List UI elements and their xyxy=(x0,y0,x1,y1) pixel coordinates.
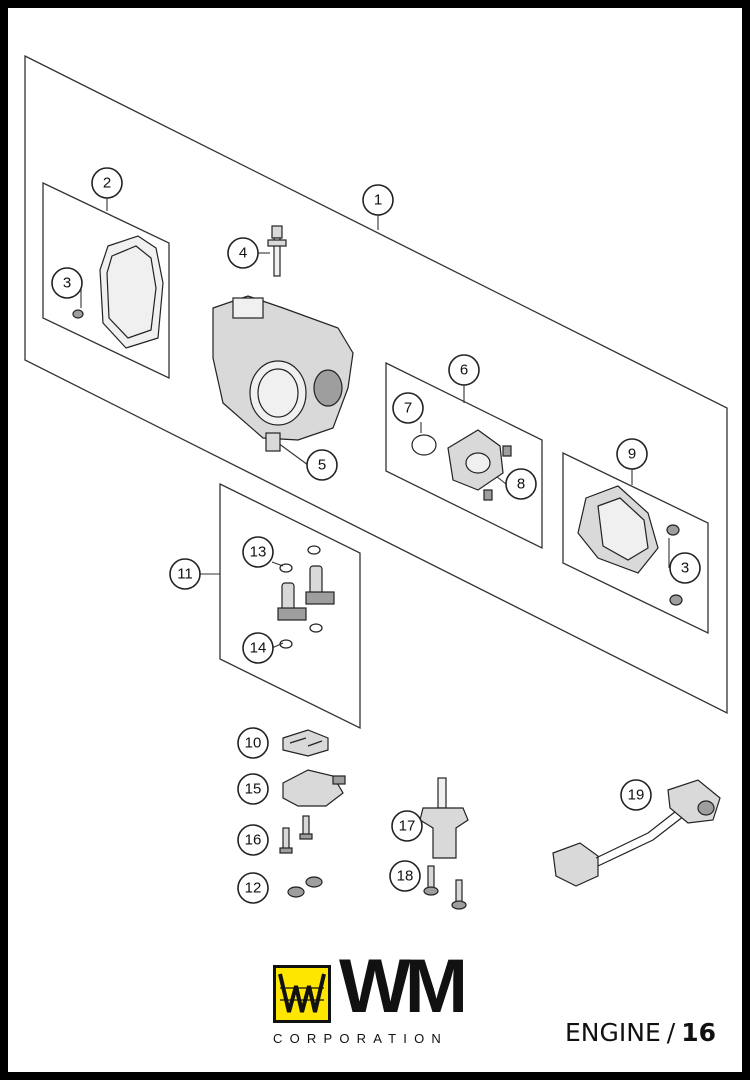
svg-text:10: 10 xyxy=(245,735,262,752)
callout-6: 6 xyxy=(448,354,480,386)
bolt-part xyxy=(279,815,313,854)
section-title: ENGINE xyxy=(565,1018,661,1047)
fuel-rail-part xyxy=(282,769,346,807)
svg-text:16: 16 xyxy=(245,832,262,849)
svg-text:14: 14 xyxy=(250,640,267,657)
callout-15: 15 xyxy=(237,773,269,805)
svg-text:15: 15 xyxy=(245,781,262,798)
callout-12: 12 xyxy=(237,872,269,904)
logo-mark-icon xyxy=(273,965,331,1023)
svg-text:12: 12 xyxy=(245,880,262,897)
cover-gasket-part xyxy=(72,235,164,349)
clip-part xyxy=(282,729,329,757)
subframe-11 xyxy=(219,482,361,730)
subframe-6 xyxy=(385,361,543,550)
page-number: 16 xyxy=(681,1018,716,1047)
brand-logo: WM CORPORATION xyxy=(273,949,503,1058)
svg-text:8: 8 xyxy=(517,476,525,493)
sensor-screw-part xyxy=(423,865,467,910)
sensor-cover-part xyxy=(577,485,683,606)
callout-2: 2 xyxy=(91,167,123,199)
callout-8: 8 xyxy=(505,468,537,500)
callout-17: 17 xyxy=(391,810,423,842)
callout-19: 19 xyxy=(620,779,652,811)
svg-text:6: 6 xyxy=(460,362,468,379)
callout-1: 1 xyxy=(362,184,394,216)
washer-part xyxy=(287,876,323,898)
logo-wordmark: WM xyxy=(339,944,468,1029)
callout-14: 14 xyxy=(242,632,274,664)
svg-text:3: 3 xyxy=(681,560,689,577)
callout-16: 16 xyxy=(237,824,269,856)
subframe-9 xyxy=(562,451,709,635)
throttle-body-part xyxy=(212,295,354,452)
o-ring-part xyxy=(411,434,437,456)
callout-3a: 3 xyxy=(51,267,83,299)
svg-text:11: 11 xyxy=(177,566,193,583)
callout-3b: 3 xyxy=(669,552,701,584)
svg-text:4: 4 xyxy=(239,245,247,262)
svg-text:9: 9 xyxy=(628,446,636,463)
svg-text:13: 13 xyxy=(250,544,267,561)
svg-text:18: 18 xyxy=(397,868,414,885)
callout-5: 5 xyxy=(306,449,338,481)
svg-text:2: 2 xyxy=(103,175,111,192)
svg-text:1: 1 xyxy=(374,192,382,209)
callout-10: 10 xyxy=(237,727,269,759)
assembly-frame-1 xyxy=(24,54,728,715)
callout-13: 13 xyxy=(242,536,274,568)
callout-7: 7 xyxy=(392,392,424,424)
diagram-page: 1 2 3 4 5 6 7 8 9 3 11 13 14 10 15 16 12 xyxy=(8,8,742,1072)
callout-11: 11 xyxy=(169,558,201,590)
logo-subtext: CORPORATION xyxy=(273,1031,449,1046)
svg-text:3: 3 xyxy=(63,275,71,292)
svg-text:7: 7 xyxy=(404,400,412,417)
page-footer-label: ENGINE/16 xyxy=(565,1018,716,1047)
svg-text:17: 17 xyxy=(399,818,416,835)
footer-separator: / xyxy=(666,1018,676,1047)
callout-9: 9 xyxy=(616,438,648,470)
cable-sensor-part xyxy=(552,779,721,887)
svg-text:5: 5 xyxy=(318,457,326,474)
callout-18: 18 xyxy=(389,860,421,892)
position-sensor-part xyxy=(447,429,512,501)
callout-4: 4 xyxy=(227,237,259,269)
injector-set-part xyxy=(277,545,335,649)
pressure-sensor-part xyxy=(419,777,469,859)
svg-text:19: 19 xyxy=(628,787,645,804)
adjusting-screw-part xyxy=(267,225,287,277)
subframe-2 xyxy=(42,181,170,380)
exploded-parts-diagram: 1 2 3 4 5 6 7 8 9 3 11 13 14 10 15 16 12 xyxy=(24,54,728,910)
